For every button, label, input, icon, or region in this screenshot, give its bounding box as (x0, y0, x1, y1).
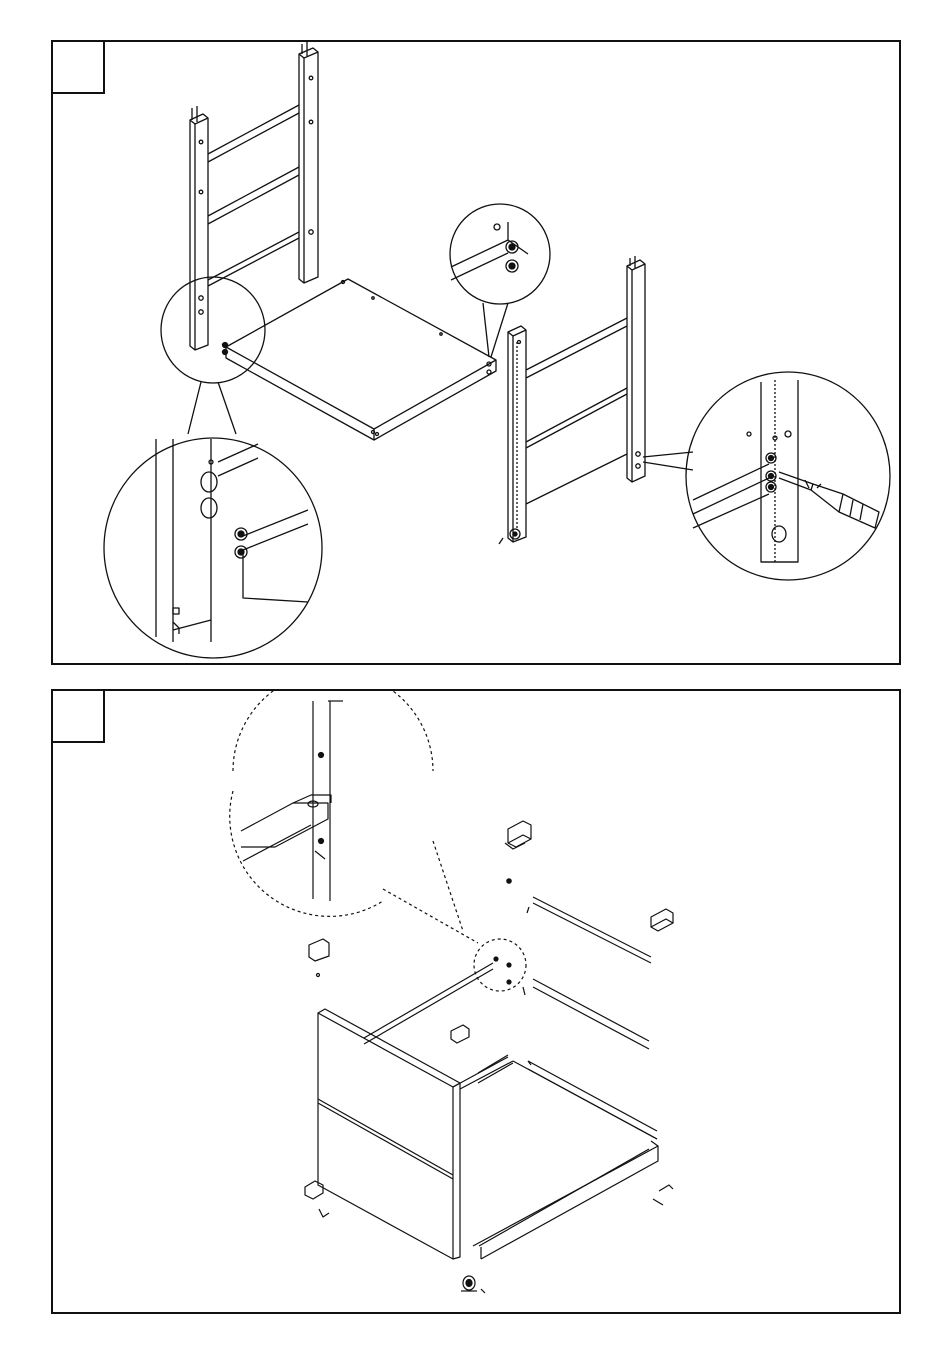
detail-circle-left-large (104, 438, 322, 658)
cam-bolts-left (223, 343, 228, 355)
step-number-box (51, 40, 105, 94)
step-number-box (51, 689, 105, 743)
detail-circle-small (474, 939, 526, 991)
detail-circle-top (450, 204, 550, 304)
step-1-panel (51, 40, 901, 665)
left-side-frame (190, 42, 318, 350)
step-2-panel (51, 689, 901, 1314)
step-2-illustration (53, 691, 899, 1312)
detail-circle-left-small (161, 277, 265, 383)
assembled-cabinet-body (305, 963, 673, 1293)
wheel (461, 1276, 485, 1293)
step-number (53, 42, 103, 92)
step-number (53, 691, 103, 741)
mounting-brackets (309, 821, 673, 1043)
step-1-illustration (53, 42, 899, 663)
detail-bracket (241, 701, 343, 901)
detail-circle-right (686, 372, 890, 580)
detail-circle-bracket (230, 691, 433, 916)
screwdriver (779, 472, 879, 528)
bottom-panel (226, 279, 496, 440)
